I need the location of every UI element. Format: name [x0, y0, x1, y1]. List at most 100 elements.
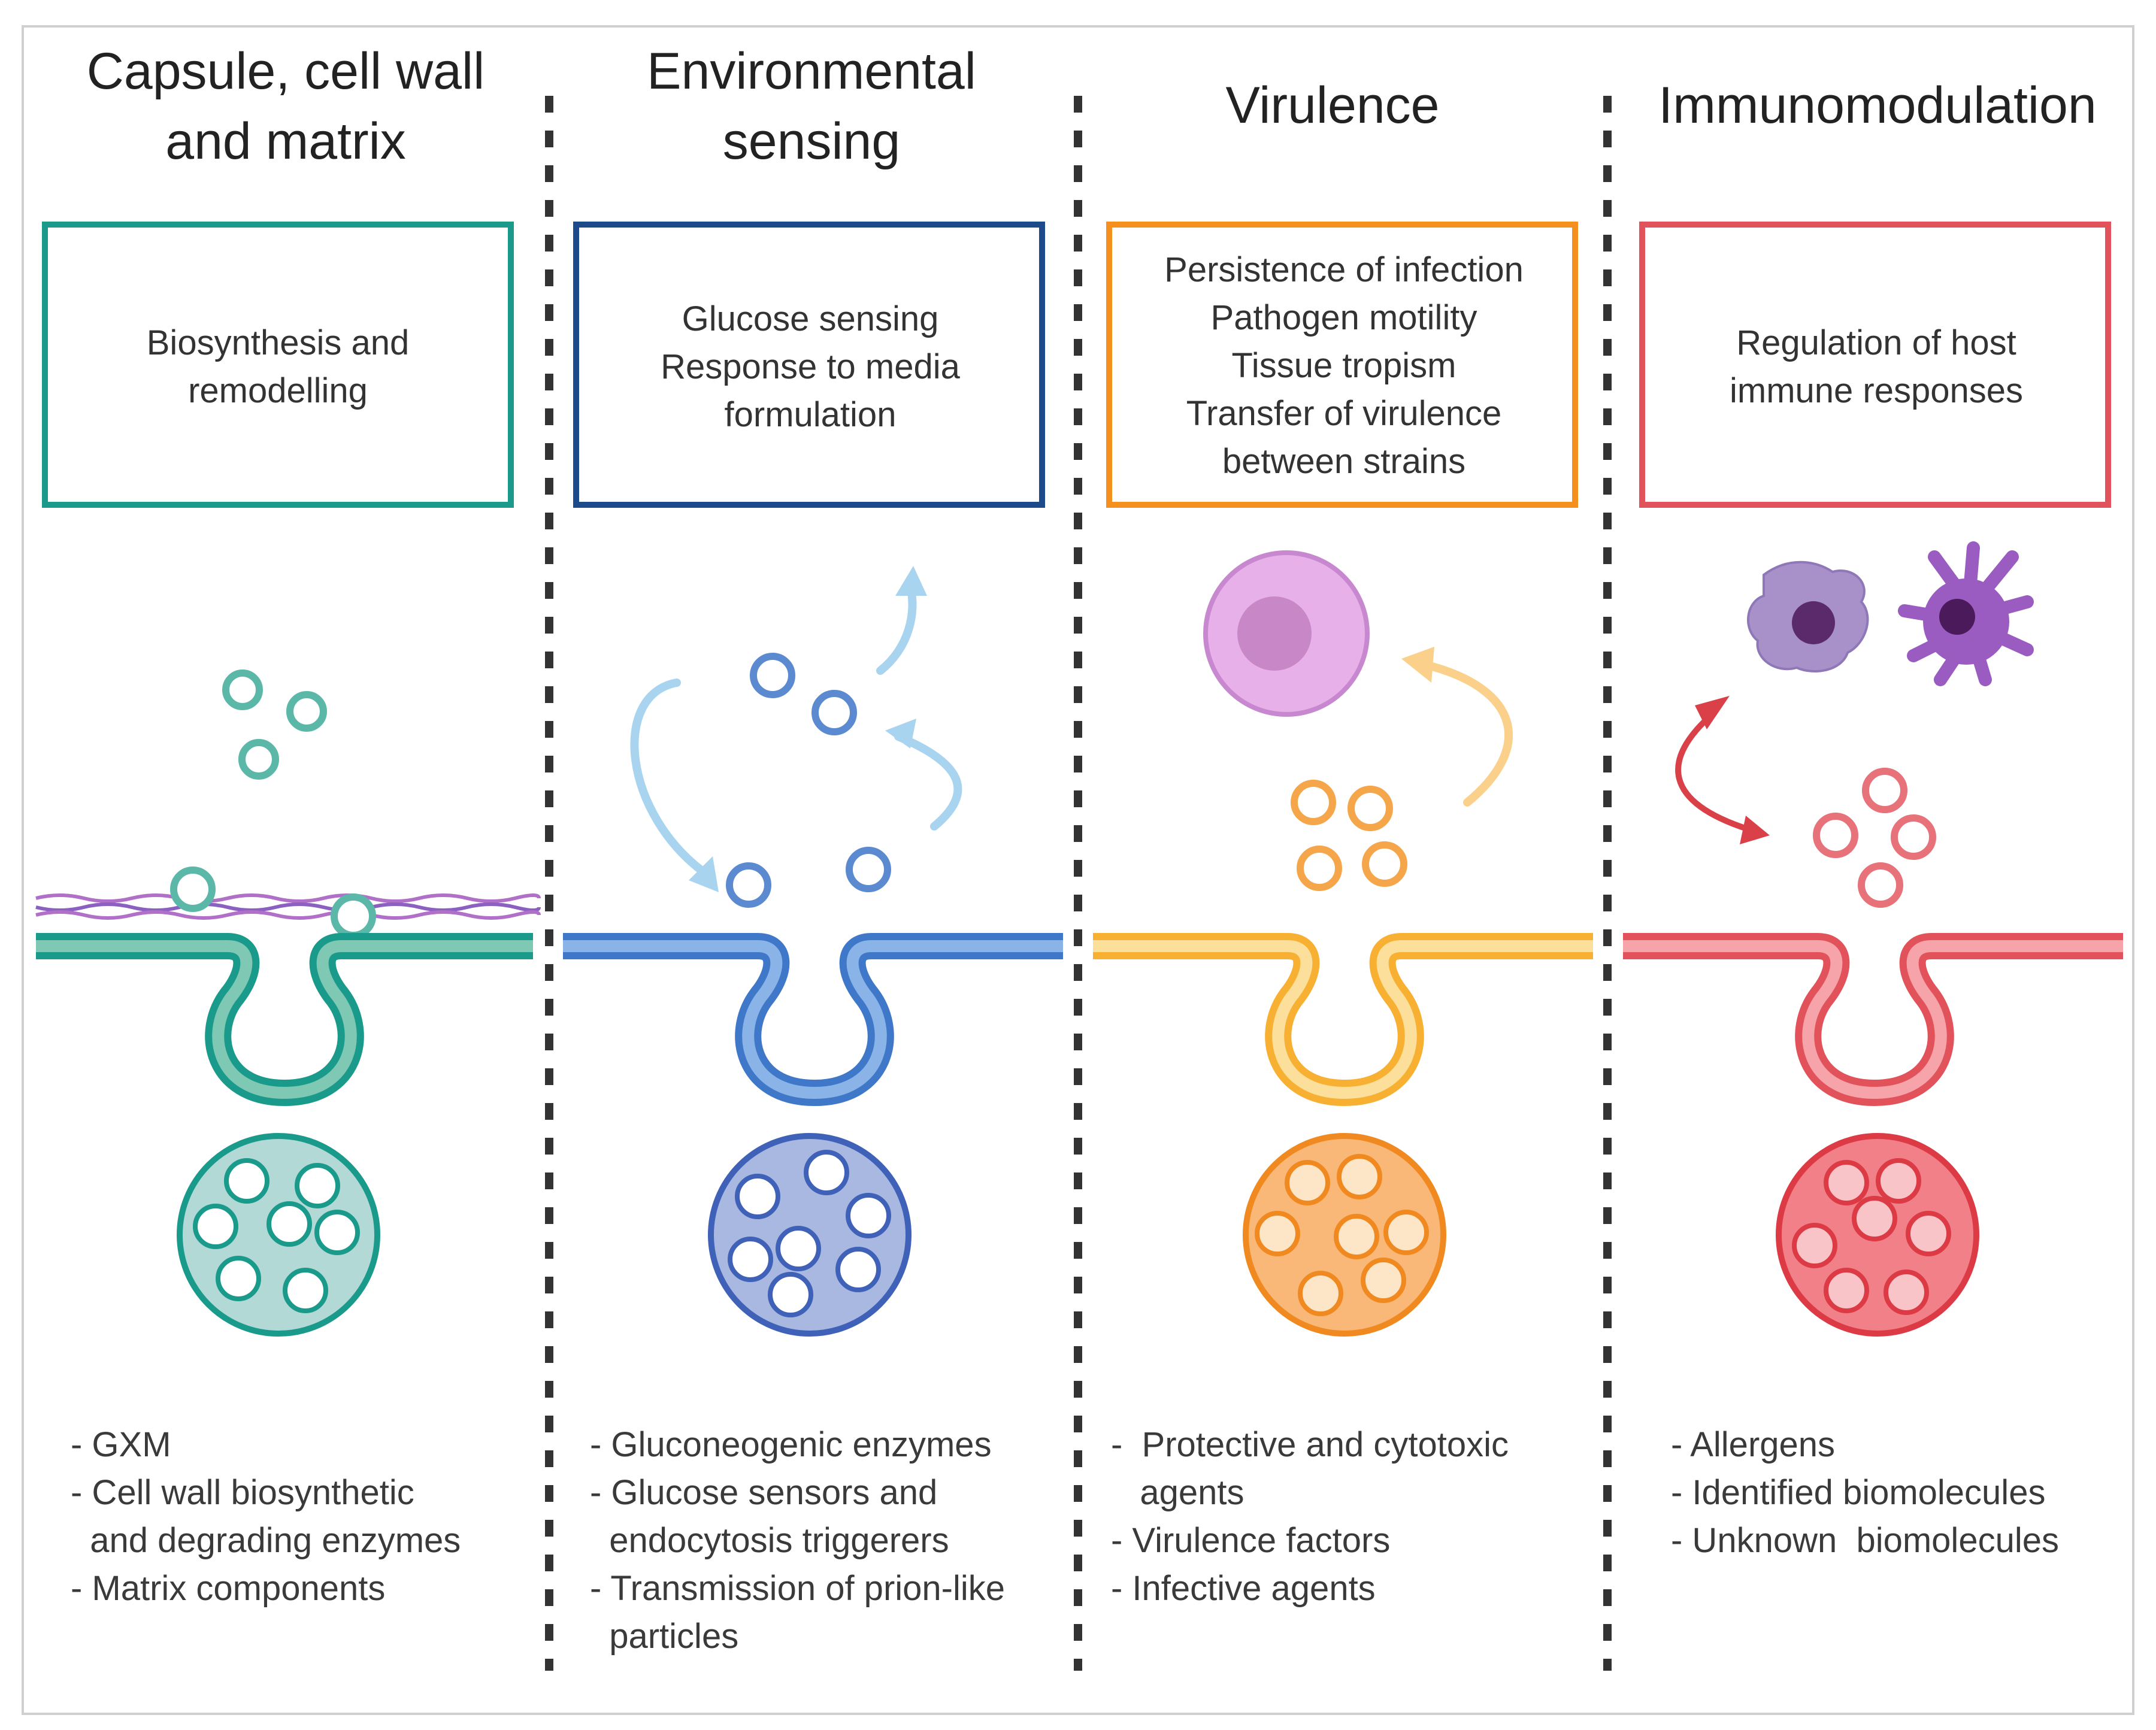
arrow-head [1401, 647, 1434, 683]
intraluminal-vesicle [1383, 1210, 1429, 1255]
intraluminal-vesicle [224, 1158, 270, 1204]
panel-2-title-line-2: sensing [723, 113, 900, 170]
panel-3-box-line-2: Pathogen motility [1211, 298, 1477, 337]
teal-vesicle-group [222, 669, 327, 780]
vesicle [1813, 813, 1858, 858]
panel-1-list-line-1: - GXM [71, 1425, 171, 1464]
arrow-head [1740, 816, 1770, 844]
capsule-fibers [35, 893, 541, 920]
panel-4-box [1639, 222, 2111, 508]
vesicle [1362, 841, 1407, 887]
panel-4-list-line-3: - Unknown biomolecules [1671, 1521, 2059, 1560]
intraluminal-vesicle [1334, 1214, 1379, 1259]
panel-2-box [573, 222, 1045, 508]
red-double-arrow [1675, 710, 1752, 832]
panel-2-box-line-2: Response to media [661, 347, 960, 386]
intraluminal-vesicle [295, 1163, 340, 1208]
panel-3-list-line-2: agents [1111, 1473, 1244, 1512]
vesicle [1348, 786, 1393, 831]
wall-vesicle [170, 866, 216, 912]
intraluminal-vesicle [193, 1204, 238, 1249]
vesicle [726, 862, 771, 908]
panel-3-list-line-1: - Protective and cytotoxic [1111, 1425, 1509, 1464]
vesicle [1891, 814, 1936, 860]
intraluminal-vesicle [1884, 1270, 1929, 1315]
intraluminal-vesicle [846, 1193, 891, 1238]
panel-2-box-line-1: Glucose sensing [682, 299, 939, 338]
intraluminal-vesicle [1298, 1271, 1343, 1316]
panel-3-box [1106, 222, 1578, 508]
vesicle [750, 653, 795, 698]
panel-environmental-sensing: Environmental sensing Glucose sensing Re… [563, 43, 1063, 1656]
dendritic-cell-nucleus [1939, 599, 1975, 635]
intraluminal-vesicle [1852, 1196, 1897, 1241]
intraluminal-vesicle [314, 1210, 360, 1255]
panel-4-box-line-2: immune responses [1730, 371, 2023, 410]
intraluminal-vesicle [1906, 1211, 1951, 1256]
panel-3-list-line-3: - Virulence factors [1111, 1521, 1390, 1560]
intraluminal-vesicle [728, 1237, 773, 1282]
panel-3-list-line-4: - Infective agents [1111, 1569, 1376, 1608]
panel-1-list-line-3: and degrading enzymes [71, 1521, 461, 1560]
vesicle [1297, 846, 1342, 891]
vesicle [286, 691, 327, 732]
intraluminal-vesicle [216, 1256, 261, 1301]
panel-1-box [42, 222, 514, 508]
vesicle [238, 739, 279, 780]
intraluminal-vesicle [1824, 1268, 1869, 1313]
panel-2-list-line-5: particles [590, 1617, 738, 1656]
panel-1-list-line-2: - Cell wall biosynthetic [71, 1473, 414, 1512]
panel-2-box-line-3: formulation [725, 395, 897, 434]
intraluminal-vesicle [267, 1201, 312, 1247]
panel-1-title-line-1: Capsule, cell wall [87, 43, 485, 100]
panel-capsule: Capsule, cell wall and matrix Biosynthes… [35, 43, 541, 1608]
intraluminal-vesicle [735, 1174, 780, 1219]
intraluminal-vesicle [1285, 1160, 1330, 1205]
panel-4-title: Immunomodulation [1658, 77, 2096, 134]
panel-virulence: Virulence Persistence of infection Patho… [1093, 77, 1593, 1608]
arrow-head [1695, 696, 1730, 729]
intraluminal-vesicle [768, 1272, 813, 1317]
panel-2-list-line-1: - Gluconeogenic enzymes [590, 1425, 992, 1464]
intraluminal-vesicle [1824, 1160, 1869, 1205]
arrow-head [885, 719, 916, 749]
panel-immunomodulation: Immunomodulation Regulation of host immu… [1623, 77, 2123, 1560]
panel-2-title-line-1: Environmental [647, 43, 976, 100]
intraluminal-vesicle [283, 1268, 328, 1313]
panel-4-box-line-1: Regulation of host [1736, 323, 2016, 362]
intraluminal-vesicle [1361, 1258, 1406, 1303]
intraluminal-vesicle [804, 1150, 849, 1195]
intraluminal-vesicle [1255, 1211, 1300, 1256]
panel-2-list-line-2: - Glucose sensors and [590, 1473, 937, 1512]
panel-3-box-line-5: between strains [1222, 442, 1465, 481]
host-cell-nucleus [1237, 596, 1312, 671]
panel-2-list-line-3: endocytosis triggerers [590, 1521, 949, 1560]
intraluminal-vesicle [1337, 1154, 1382, 1199]
arrow-head [689, 856, 719, 892]
vesicle [846, 847, 891, 892]
panel-1-box-line-2: remodelling [188, 371, 368, 410]
vesicle [1862, 768, 1907, 813]
wall-vesicle [331, 893, 376, 939]
panel-3-box-line-4: Transfer of virulence [1186, 394, 1502, 433]
panel-2-list-line-4: - Transmission of prion-like [590, 1569, 1005, 1608]
panel-1-list-line-4: - Matrix components [71, 1569, 385, 1608]
panel-3-title: Virulence [1226, 77, 1440, 134]
panel-1-title-line-2: and matrix [165, 113, 406, 170]
intraluminal-vesicle [1876, 1158, 1921, 1204]
macrophage-nucleus [1792, 601, 1835, 644]
panel-1-box-line-1: Biosynthesis and [147, 323, 409, 362]
intraluminal-vesicle [1792, 1223, 1837, 1268]
vesicle [1291, 780, 1336, 825]
panel-3-box-line-3: Tissue tropism [1232, 346, 1456, 385]
vesicle [1858, 862, 1903, 908]
panel-3-box-line-1: Persistence of infection [1164, 250, 1524, 289]
blue-vesicle-group [726, 653, 891, 908]
vesicle [811, 690, 857, 735]
panel-4-list-line-1: - Allergens [1671, 1425, 1835, 1464]
orange-vesicle-group [1291, 780, 1407, 891]
intraluminal-vesicle [776, 1226, 821, 1271]
arrow-head [895, 566, 927, 596]
orange-arrow [1421, 661, 1513, 807]
